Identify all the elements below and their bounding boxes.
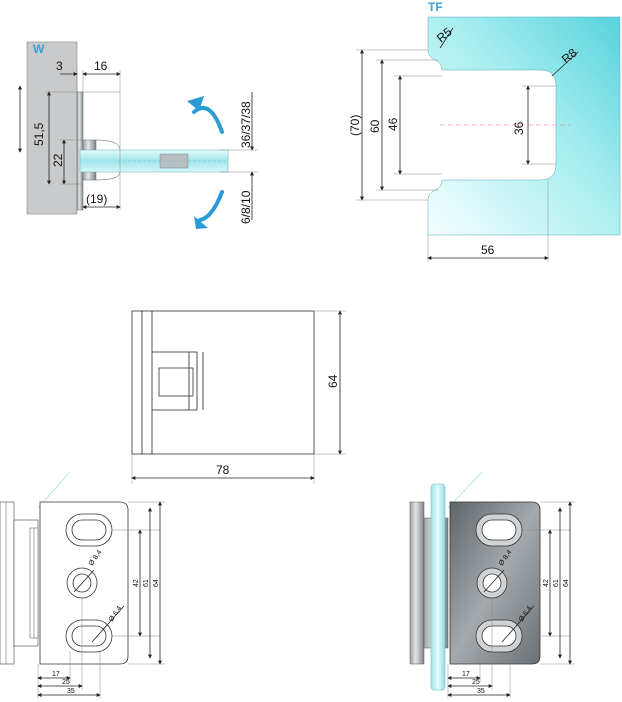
- wall-block: [26, 41, 78, 215]
- dim-35-right: 35: [477, 688, 485, 695]
- dim-3: 3: [56, 59, 63, 73]
- side-view-wall-mount: W 3 16 51,5 22 (19) 36/37/38 6/: [18, 41, 258, 229]
- view-w-tag: W: [33, 42, 45, 56]
- dim-35-left: 35: [67, 688, 75, 695]
- dim-6-8-10: 6/8/10: [239, 190, 253, 224]
- dim-70: (70): [348, 115, 362, 136]
- dim-16: 16: [94, 59, 108, 73]
- rotation-arrow-up: [192, 106, 224, 134]
- rotation-arrow-down: [198, 190, 224, 222]
- glass-edge: [430, 483, 446, 691]
- dim-22: 22: [51, 153, 65, 167]
- hinge-front-pin: [158, 367, 194, 397]
- view-tf-tag: TF: [428, 0, 443, 14]
- dim-19: (19): [86, 192, 107, 206]
- glass-cutout-view: TF R5 R8 (70) 60 46 36 56: [348, 0, 621, 262]
- dim-42-right: 42: [543, 579, 550, 587]
- dim-46: 46: [386, 117, 400, 131]
- dim-36-37-38: 36/37/38: [239, 101, 253, 148]
- hinge-front-outline: [131, 310, 315, 455]
- dim-17-left: 17: [52, 671, 60, 678]
- dim-60: 60: [368, 119, 382, 133]
- dim-64-left: 64: [153, 579, 160, 587]
- plate-view-shaded: Ø 8,4 Ø 6,4 42 61 64 17 25 35: [409, 471, 575, 698]
- dim-25-left: 25: [62, 679, 70, 686]
- dim-64-right: 64: [563, 579, 570, 587]
- dim-25-right: 25: [472, 679, 480, 686]
- dim-36: 36: [512, 121, 526, 135]
- front-view-hinge: 64 78: [131, 310, 346, 484]
- dim-51-5: 51,5: [32, 122, 46, 146]
- dim-61-right: 61: [553, 579, 560, 587]
- dim-42-left: 42: [133, 579, 140, 587]
- dim-17-right: 17: [462, 671, 470, 678]
- dim-64: 64: [326, 374, 340, 388]
- plate-view-outline: Ø 8,4 Ø 6,4 42 61 64 17 25 35: [0, 471, 165, 698]
- dim-56: 56: [481, 243, 495, 257]
- dim-78: 78: [216, 463, 230, 477]
- dim-61-left: 61: [143, 579, 150, 587]
